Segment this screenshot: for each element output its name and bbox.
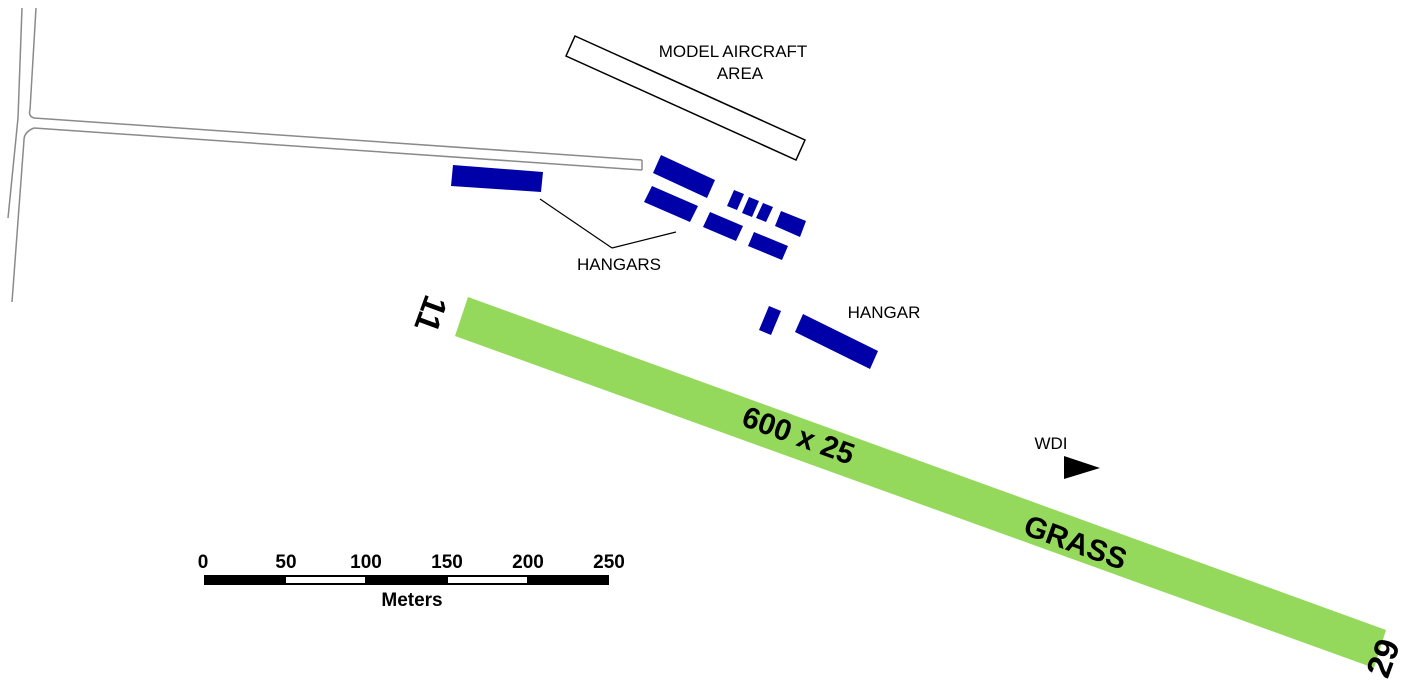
scale-tick-200: 200	[512, 552, 544, 573]
leader-line-east	[611, 231, 677, 249]
model-aircraft-area-label-line2: AREA	[717, 64, 764, 83]
hangar-large-west	[451, 165, 543, 192]
scale-bar-segment-150-200	[448, 577, 527, 583]
hangars-leader-lines	[539, 198, 677, 249]
wdi-icon	[1064, 456, 1100, 479]
road-access-north-edge	[33, 117, 643, 161]
road-access-south-edge	[33, 127, 643, 171]
scale-bar: 0 50 100 150 200 250 Meters	[198, 552, 625, 611]
road-vertical-west-edge	[7, 7, 23, 219]
hangar-mid-1	[703, 212, 743, 241]
hangar-small-2	[742, 197, 759, 217]
scale-tick-50: 50	[275, 552, 296, 573]
hangar-small-4	[775, 211, 806, 237]
runway-dimensions-label: 600 x 25	[738, 401, 859, 472]
hangar-small-3	[756, 203, 773, 222]
scale-bar-frame	[204, 575, 609, 585]
hangar-north-2	[644, 186, 698, 222]
hangar-single-long	[795, 314, 878, 369]
hangar-buildings	[451, 155, 878, 369]
hangar-small-1	[727, 190, 744, 210]
hangar-mid-2	[748, 232, 788, 260]
access-roads	[7, 7, 643, 303]
runway-end-11-label: 11	[406, 290, 454, 337]
scale-tick-0: 0	[198, 552, 209, 573]
road-vertical-east-edge	[28, 7, 37, 119]
road-vertical-lower-east-edge	[11, 127, 35, 303]
scale-unit-label: Meters	[381, 590, 442, 611]
hangars-label: HANGARS	[577, 255, 661, 274]
wdi-label: WDI	[1034, 434, 1067, 453]
scale-tick-250: 250	[593, 552, 625, 573]
hangar-north-1	[653, 155, 715, 198]
runway-11-29	[455, 297, 1386, 668]
model-aircraft-area-label-line1: MODEL AIRCRAFT	[659, 42, 808, 61]
hangar-label: HANGAR	[848, 303, 921, 322]
model-aircraft-area	[565, 35, 806, 161]
hangar-single-small	[759, 306, 781, 335]
scale-bar-segment-50-100	[286, 577, 365, 583]
scale-tick-100: 100	[350, 552, 382, 573]
scale-tick-150: 150	[431, 552, 463, 573]
leader-line-west	[539, 198, 613, 249]
